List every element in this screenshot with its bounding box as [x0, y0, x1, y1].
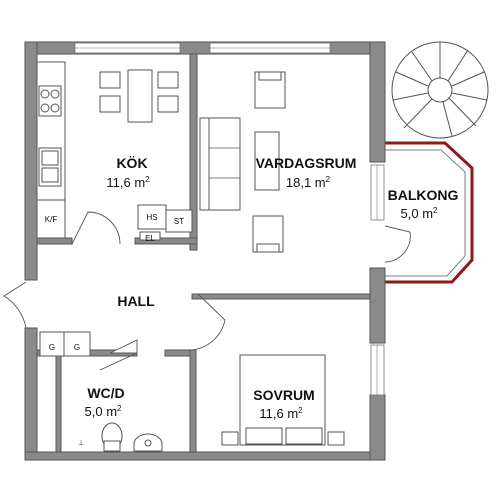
- room-area-wcd: 5,0 m2: [85, 404, 123, 419]
- bathroom-fixtures: ⊥: [78, 422, 163, 452]
- room-name-balkong: BALKONG: [388, 187, 459, 203]
- wardrobe-g1-label: G: [49, 343, 55, 352]
- room-area-sovrum: 11,6 m2: [259, 406, 303, 421]
- room-name-sovrum: SOVRUM: [253, 387, 314, 403]
- room-name-hall: HALL: [117, 293, 155, 309]
- windows: [74, 42, 385, 396]
- el-label: EL: [145, 234, 155, 243]
- outer-walls: [24, 41, 386, 461]
- doors: [3, 211, 411, 371]
- hs-label: HS: [146, 213, 157, 222]
- fridge-freezer-label: K/F: [45, 215, 58, 224]
- double-bed: [221, 354, 345, 446]
- st-label: ST: [174, 217, 184, 226]
- kitchen-counter: [36, 61, 66, 239]
- room-area-kok: 11,6 m2: [106, 175, 150, 190]
- room-area-balkong: 5,0 m2: [401, 206, 439, 221]
- room-name-wcd: WC/D: [87, 385, 124, 401]
- wardrobe-g2-label: G: [74, 343, 80, 352]
- room-name-kok: KÖK: [116, 155, 147, 171]
- room-area-vardagsrum: 18,1 m2: [286, 175, 331, 190]
- living-room-furniture: [199, 71, 286, 253]
- dining-table: [99, 69, 179, 123]
- hall-wardrobes: [39, 331, 91, 357]
- spiral-staircase: [391, 41, 489, 139]
- balcony-outline: [380, 141, 474, 284]
- room-name-vardagsrum: VARDAGSRUM: [256, 155, 357, 171]
- laundry-units: [137, 204, 193, 241]
- svg-text:⊥: ⊥: [78, 440, 84, 447]
